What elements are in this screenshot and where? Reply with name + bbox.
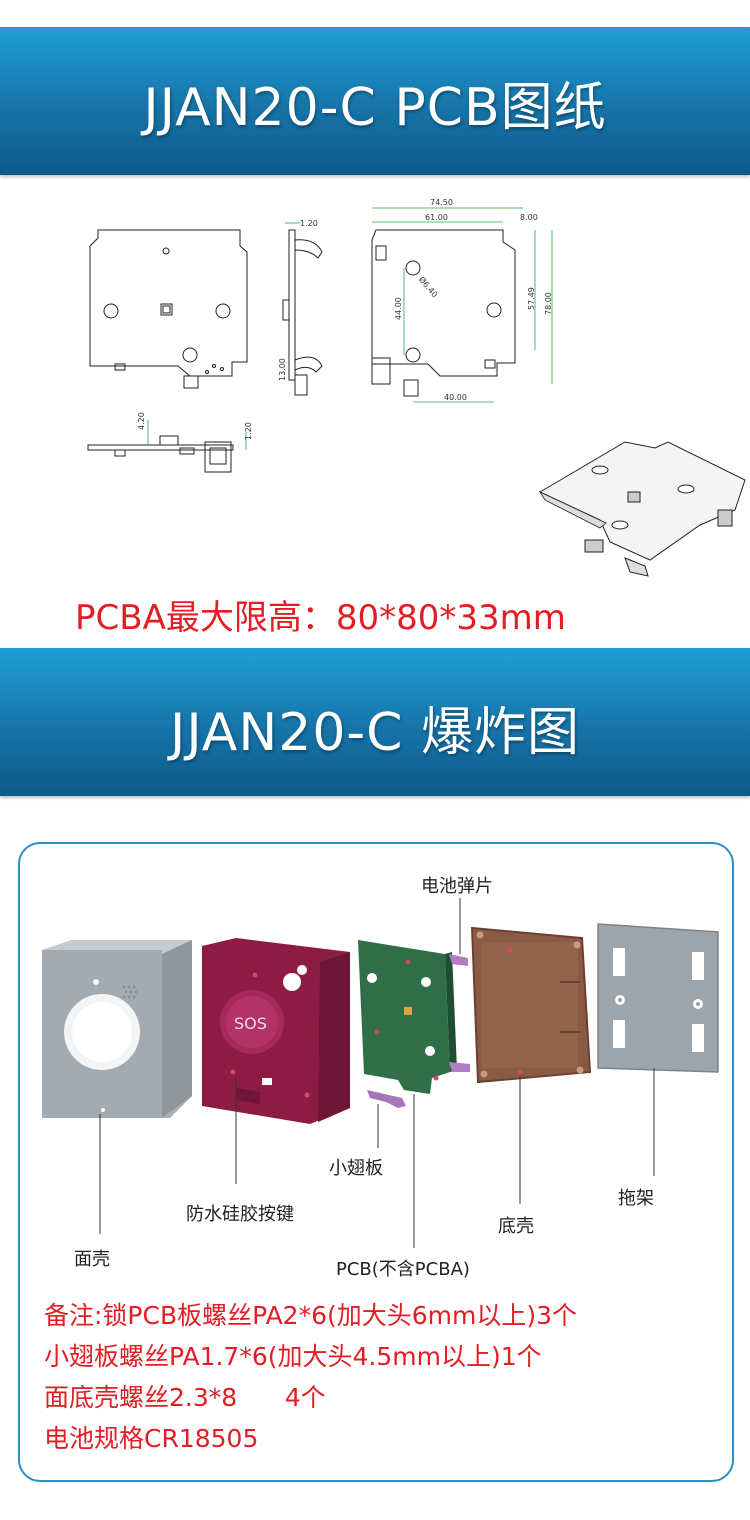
dim-8-00: 8.00 — [520, 213, 538, 222]
pcb-part — [358, 940, 470, 1094]
waterproof-key-label: 防水硅胶按键 — [186, 1204, 294, 1225]
pcba-max-height-note: PCBA最大限高：80*80*33mm — [75, 598, 566, 638]
dim-78-00: 78.00 — [544, 292, 553, 315]
dim-4-20: 4.20 — [137, 412, 146, 430]
dim-44-00: 44.00 — [394, 297, 403, 320]
bracket-label: 拖架 — [618, 1188, 654, 1209]
dim-40-00: 40.00 — [444, 393, 467, 402]
exploded-view-banner: JJAN20-C 爆炸图 — [0, 648, 750, 796]
front-shell-part — [42, 940, 192, 1118]
bottom-shell-part — [470, 926, 592, 1084]
leader-lines — [99, 898, 655, 1248]
dim-13-00: 13.00 — [278, 358, 287, 381]
pcb-side-view: 1.20 13.00 — [278, 219, 323, 396]
exploded-view-illustration: SOS — [42, 898, 719, 1248]
dim-6-40: Ø6.40 — [417, 274, 440, 299]
small-wing-part — [367, 1090, 406, 1108]
pcb-drawing-title: JJAN20-C PCB图纸 — [143, 78, 607, 138]
pcb-drawing-banner: JJAN20-C PCB图纸 — [0, 27, 750, 175]
dim-1-20-side: 1.20 — [244, 422, 253, 440]
dim-57-49: 57.49 — [527, 287, 536, 310]
sos-key-label: SOS — [234, 1014, 267, 1033]
pcb-bottom-view: 4.20 1.20 — [87, 412, 253, 473]
exploded-view-title: JJAN20-C 爆炸图 — [170, 703, 580, 763]
pcb-isometric-view — [538, 441, 746, 577]
dim-1-20-top: 1.20 — [300, 219, 318, 228]
dim-74-50: 74.50 — [430, 198, 453, 207]
pcb-front-view — [89, 229, 248, 389]
waterproof-key-part: SOS — [202, 938, 350, 1124]
note-line-4: 电池规格CR18505 — [44, 1424, 259, 1453]
bracket-part — [597, 923, 719, 1073]
pcb-drawing-area: 1.20 13.00 74.50 61.00 8.00 44.00 Ø6.40 … — [87, 198, 746, 577]
note-line-1: 备注:锁PCB板螺丝PA2*6(加大头6mm以上)3个 — [44, 1301, 578, 1330]
note-line-3: 面底壳螺丝2.3*8 4个 — [44, 1383, 326, 1412]
small-wing-label: 小翅板 — [329, 1158, 383, 1179]
bottom-shell-label: 底壳 — [498, 1216, 534, 1237]
dim-61-00: 61.00 — [425, 213, 448, 222]
battery-spring-label: 电池弹片 — [421, 876, 493, 897]
pcb-dimension-view: 74.50 61.00 8.00 44.00 Ø6.40 57.49 78.00… — [371, 198, 553, 403]
pcb-label: PCB(不含PCBA) — [336, 1259, 470, 1280]
note-line-2: 小翅板螺丝PA1.7*6(加大头4.5mm以上)1个 — [44, 1342, 542, 1371]
front-shell-label: 面壳 — [74, 1249, 110, 1270]
